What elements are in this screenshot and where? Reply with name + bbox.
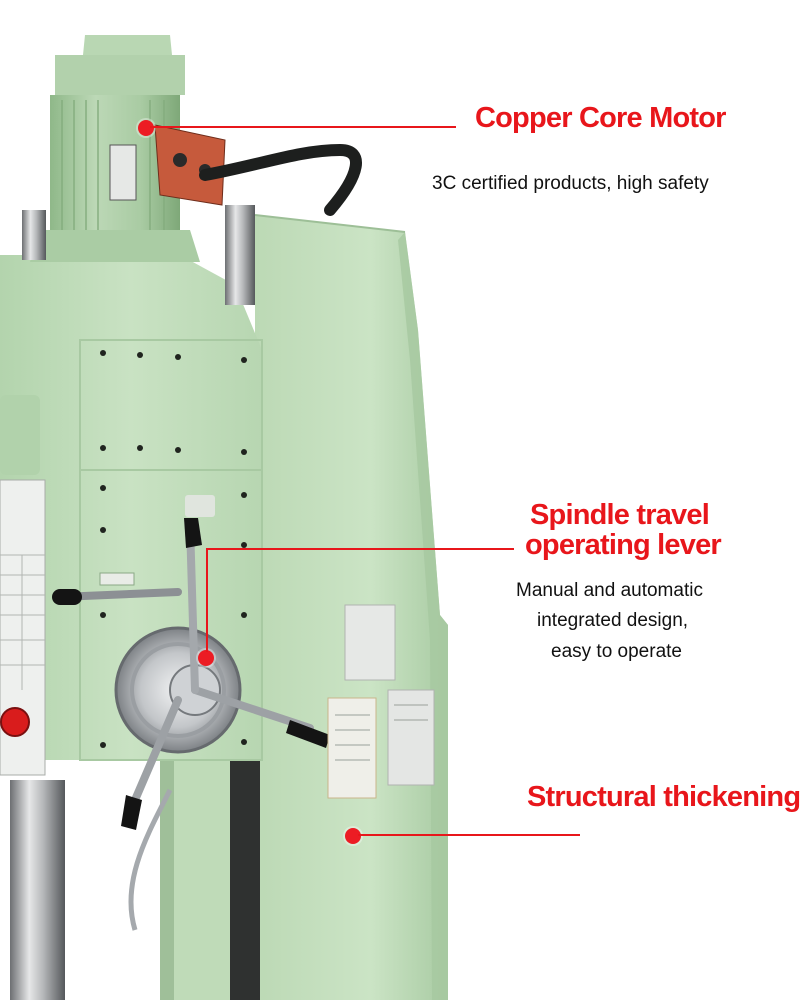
structure-callout-dot: [345, 828, 361, 844]
machine-base: [160, 760, 260, 1000]
motor: [30, 35, 226, 262]
structure-callout-title: Structural thickening: [527, 781, 800, 813]
lever-callout-vertical-line: [206, 548, 208, 652]
lever-callout-description-line-1: Manual and automatic: [516, 580, 703, 601]
lever-callout-description-line-2: integrated design,: [537, 610, 689, 631]
motor-callout-line: [150, 126, 456, 128]
structure-callout-line: [358, 834, 580, 836]
lever-callout-description-line-3: easy to operate: [551, 641, 682, 662]
guide-rods: [10, 205, 255, 1000]
control-panel-plate: [0, 479, 46, 776]
lever-callout-title-line-2: operating lever: [525, 529, 722, 561]
warning-labels: [327, 604, 435, 799]
motor-callout-title: Copper Core Motor: [475, 102, 726, 134]
motor-callout-description: 3C certified products, high safety: [432, 173, 709, 194]
motor-callout-dot: [138, 120, 154, 136]
power-cable: [199, 143, 362, 216]
lever-callout-dot: [198, 650, 214, 666]
lever-callout-title-line-1: Spindle travel: [530, 499, 710, 531]
lever-callout-line: [206, 548, 514, 550]
